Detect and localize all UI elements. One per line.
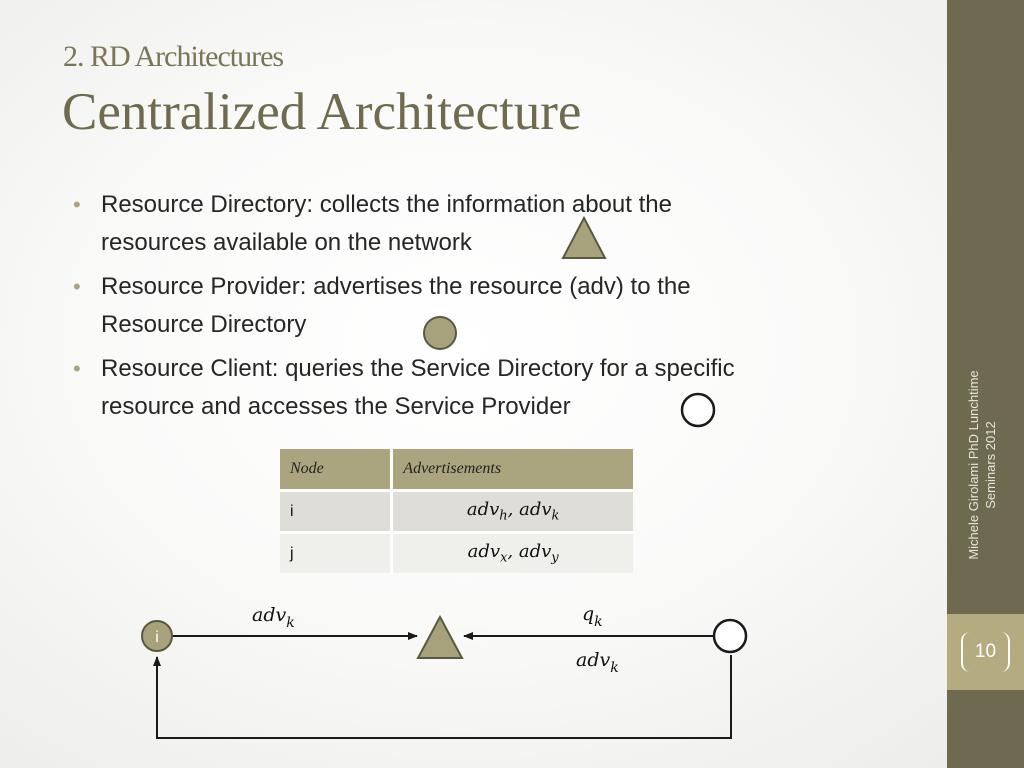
client-node-icon (712, 618, 748, 654)
header-advertisements: Advertisements (391, 449, 633, 491)
label-adv-main: adv (252, 604, 286, 626)
adv-term: adv (466, 499, 500, 521)
bullet-dot-icon: • (73, 192, 81, 217)
section-subtitle: 2. RD Architectures (63, 40, 284, 73)
bullet-text-line-2: Resource Directory (101, 311, 307, 338)
provider-node-icon (141, 620, 173, 652)
table-row: i advh, advk (280, 489, 633, 533)
page-number: 10 (961, 632, 1010, 672)
architecture-diagram: i advk qk advk (141, 603, 748, 739)
label-reply-main: adv (576, 649, 610, 671)
bullet-text-line-1: Resource Client: queries the Service Dir… (101, 355, 735, 382)
adv-subscript: x (500, 550, 508, 566)
bullet-resource-directory: • Resource Directory: collects the infor… (73, 186, 873, 262)
bullet-list: • Resource Directory: collects the infor… (73, 186, 873, 432)
adv-term: adv (467, 541, 501, 563)
label-adv-sub: k (286, 615, 294, 631)
label-q-k: qk (582, 603, 603, 630)
cell-node: j (280, 531, 394, 573)
label-q-sub: k (594, 614, 602, 630)
adv-term: adv (519, 499, 552, 521)
sidebar: Michele Girolami PhD Lunchtime Seminars … (947, 0, 1024, 768)
adv-subscript: k (551, 508, 560, 524)
table-header-row: Node Advertisements (280, 449, 633, 491)
bullet-text-line-2: resource and accesses the Service Provid… (101, 393, 571, 420)
bullet-resource-client: • Resource Client: queries the Service D… (73, 350, 873, 426)
label-adv-k: advk (252, 604, 295, 631)
bullet-dot-icon: • (73, 356, 81, 381)
cell-advertisements: advx, advy (391, 531, 633, 573)
directory-triangle-icon (561, 216, 607, 259)
adv-subscript: y (551, 550, 559, 566)
adv-term: adv (518, 541, 552, 563)
bullet-text-line-1: Resource Directory: collects the informa… (101, 191, 672, 218)
footer-text: Michele Girolami PhD Lunchtime Seminars … (965, 295, 1005, 635)
bullet-text-line-2: resources available on the network (101, 229, 472, 256)
node-label-i: i (155, 629, 159, 646)
cell-node: i (280, 489, 394, 533)
header-node: Node (280, 449, 394, 491)
label-reply-sub: k (610, 660, 618, 676)
bullet-dot-icon: • (73, 274, 81, 299)
slide-title: Centralized Architecture (62, 83, 582, 141)
advertisements-table: Node Advertisements i advh, advk j advx,… (280, 449, 633, 573)
label-q-main: q (582, 603, 594, 625)
directory-node-icon (416, 614, 464, 659)
table-row: j advx, advy (280, 531, 633, 573)
client-circle-icon (680, 392, 716, 428)
arrow-client-to-provider (153, 655, 732, 739)
adv-subscript: h (499, 508, 508, 524)
footer-line-1: Michele Girolami PhD Lunchtime (966, 370, 981, 560)
provider-circle-icon (423, 316, 457, 350)
footer-line-2: Seminars 2012 (983, 421, 998, 509)
bullet-text-line-1: Resource Provider: advertises the resour… (101, 273, 691, 300)
label-reply-adv-k: advk (576, 649, 619, 676)
bullet-resource-provider: • Resource Provider: advertises the reso… (73, 268, 873, 344)
cell-advertisements: advh, advk (391, 489, 633, 533)
page-number-box: 10 (947, 614, 1024, 690)
